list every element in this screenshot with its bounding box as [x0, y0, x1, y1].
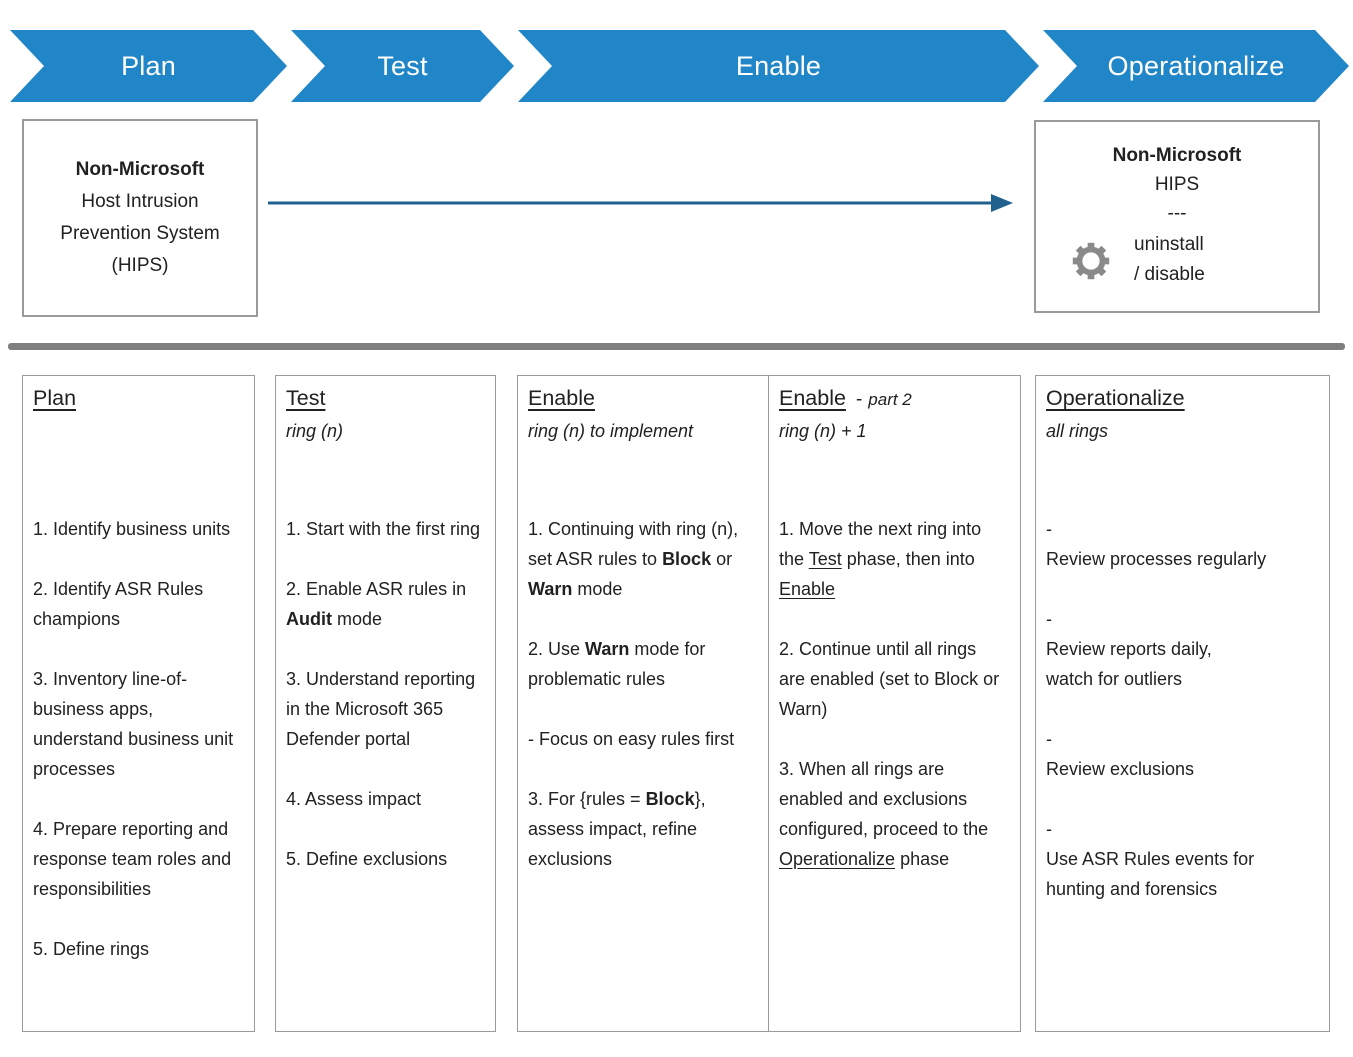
column-enable-part2-subtitle: ring (n) + 1	[779, 421, 867, 441]
gear-icon	[1072, 242, 1110, 280]
column-enable: Enable ring (n) to implement 1. Continui…	[517, 375, 770, 1032]
column-operationalize: Operationalize all rings - Review proces…	[1035, 375, 1330, 1032]
list-item: 1. Move the next ring into the Test phas…	[779, 519, 982, 599]
column-plan-title: Plan	[33, 386, 77, 410]
chevron-operationalize: Operationalize	[1043, 30, 1349, 102]
column-operationalize-title: Operationalize	[1046, 386, 1185, 410]
column-test-title: Test	[286, 386, 326, 410]
chevron-enable-label: Enable	[735, 50, 822, 81]
chevron-operationalize-label: Operationalize	[1107, 50, 1285, 81]
hips-operationalize-box-separator: ---	[1167, 203, 1187, 224]
list-item: 4. Assess impact	[286, 789, 422, 809]
column-enable-part2: Enable-part 2 ring (n) + 1 1. Move the n…	[768, 375, 1021, 1032]
column-plan-header: Plan	[33, 386, 240, 514]
column-test-subtitle: ring (n)	[286, 421, 344, 441]
hips-operationalize-box-subtitle: HIPS	[1154, 174, 1200, 195]
list-item: - Review exclusions	[1046, 729, 1195, 779]
hips-plan-box-line: (HIPS)	[111, 255, 169, 276]
list-item: 2. Continue until all rings are enabled …	[779, 639, 1000, 719]
chevron-test: Test	[291, 30, 514, 102]
hips-plan-box-line: Host Intrusion	[81, 191, 199, 212]
column-test: Test ring (n) 1. Start with the first ri…	[275, 375, 496, 1032]
column-enable-title: Enable	[528, 386, 595, 410]
column-enable-header: Enable ring (n) to implement	[528, 386, 755, 514]
chevron-enable: Enable	[518, 30, 1039, 102]
list-item: 3. For {rules = Block}, assess impact, r…	[528, 789, 706, 869]
column-operationalize-header: Operationalize all rings	[1046, 386, 1315, 514]
list-item: - Use ASR Rules events for hunting and f…	[1046, 819, 1255, 899]
column-test-header: Test ring (n)	[286, 386, 481, 514]
chevron-plan: Plan	[10, 30, 287, 102]
list-item: - Review processes regularly	[1046, 519, 1267, 569]
hips-operationalize-box-title: Non-Microsoft	[1112, 145, 1242, 166]
list-item: - Focus on easy rules first	[528, 729, 735, 749]
list-item: 5. Define rings	[33, 939, 150, 959]
section-divider	[8, 343, 1345, 350]
column-plan: Plan 1. Identify business units 2. Ident…	[22, 375, 255, 1032]
hips-plan-box: Non-Microsoft Host Intrusion Prevention …	[22, 119, 258, 317]
column-enable-part2-header: Enable-part 2 ring (n) + 1	[779, 386, 1006, 514]
hips-plan-box-line: Prevention System	[60, 223, 220, 244]
column-enable-part2-title: Enable	[779, 386, 846, 410]
list-item: 1. Start with the first ring	[286, 519, 481, 539]
list-item: 5. Define exclusions	[286, 849, 448, 869]
list-item: 2. Enable ASR rules in Audit mode	[286, 579, 467, 629]
list-item: 3. Understand reporting in the Microsoft…	[286, 669, 476, 749]
list-item: - Review reports daily, watch for outlie…	[1046, 609, 1212, 689]
list-item: 3. When all rings are enabled and exclus…	[779, 759, 989, 869]
column-enable-subtitle: ring (n) to implement	[528, 421, 694, 441]
list-item: 2. Use Warn mode for problematic rules	[528, 639, 706, 689]
hips-plan-box-title: Non-Microsoft	[75, 159, 205, 180]
transition-arrow-icon	[268, 194, 1013, 212]
list-item: 3. Inventory line-of-business apps, unde…	[33, 669, 234, 779]
column-enable-part2-dash: -	[855, 389, 863, 410]
list-item: 4. Prepare reporting and response team r…	[33, 819, 232, 899]
hips-uninstall-row: uninstall / disable	[1036, 230, 1318, 292]
list-item: 1. Identify business units	[33, 519, 231, 539]
column-enable-part2-suffix: part 2	[868, 390, 912, 409]
chevron-plan-label: Plan	[121, 50, 176, 81]
chevron-test-label: Test	[377, 50, 428, 81]
list-item: 1. Continuing with ring (n), set ASR rul…	[528, 519, 739, 599]
hips-operationalize-box: Non-Microsoft HIPS --- uninstall /	[1034, 120, 1320, 313]
list-item: 2. Identify ASR Rules champions	[33, 579, 204, 629]
hips-uninstall-label: uninstall / disable	[1134, 234, 1205, 285]
column-operationalize-subtitle: all rings	[1046, 421, 1109, 441]
